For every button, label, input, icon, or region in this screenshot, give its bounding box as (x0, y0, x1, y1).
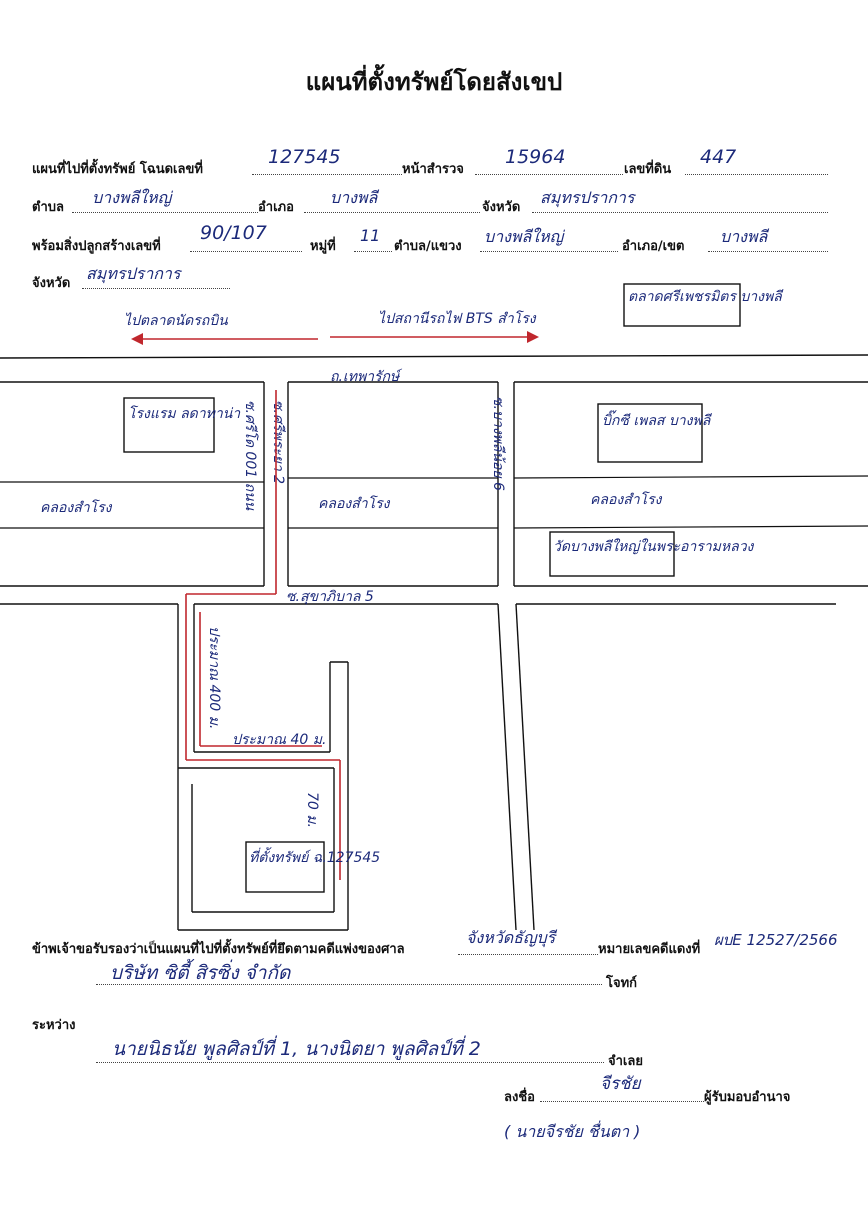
court-dots (458, 954, 598, 955)
between-label: ระหว่าง (32, 1018, 76, 1033)
market-text: ตลาดศรีเพชรมิตร บางพลี (628, 289, 784, 305)
amphoe-khet-dots (708, 251, 828, 252)
tambon-khwaeng-label: ตำบล/แขวง (394, 239, 462, 254)
amphoe-khet-label: อำเภอ/เขต (622, 239, 685, 254)
distance-vertical-label: ประมาณ 400 ม. (206, 626, 222, 729)
signature-mark: จีรชัย (600, 1074, 641, 1094)
access-lane (177, 604, 349, 931)
hotel-text: โรงแรม ลดาทาน่า (128, 405, 241, 422)
moo-value: 11 (360, 226, 381, 245)
sign-label: ลงชื่อ (504, 1090, 535, 1105)
defendants-value: นายนิธนัย พูลศิลป์ที่ 1, นางนิตยา พูลศิล… (112, 1038, 481, 1060)
plaintiff-dots (96, 984, 602, 985)
building-number: 90/107 (200, 222, 267, 244)
lower-road (0, 585, 868, 605)
market-box (623, 283, 741, 327)
main-road (0, 354, 868, 383)
hotel-box (123, 397, 215, 453)
property-text: ที่ตั้งทรัพย์ ฉ.127545 (249, 847, 380, 866)
role-label: ผู้รับมอบอำนาจ (704, 1090, 791, 1105)
route-path (185, 390, 341, 880)
plaintiff-value: บริษัท ซิตี้ สิรซิ่ง จำกัด (110, 962, 291, 984)
moo-label: หมู่ที่ (310, 239, 336, 254)
defendant-dots (96, 1062, 604, 1063)
land-dots (685, 174, 828, 175)
soi-main-label: ซ.สุขาภิบาล 5 (286, 589, 374, 605)
page-title: แผนที่ตั้งทรัพย์โดยสังเขป (305, 67, 563, 96)
building-dots (190, 251, 302, 252)
deed-number: 127545 (268, 146, 341, 168)
province2-dots (82, 288, 230, 289)
amphoe-khet-value: บางพลี (720, 227, 768, 246)
province-value: สมุทรปราการ (540, 188, 635, 207)
dir-right-text: ไปสถานีรถไฟ BTS สำโรง (378, 310, 537, 327)
tambon-dots (72, 212, 258, 213)
tambon-khwaeng-value: บางพลีใหญ่ (484, 227, 564, 246)
direction-arrows (131, 331, 539, 345)
court-value: จังหวัดธัญบุรี (466, 928, 556, 947)
province-label: จังหวัด (482, 200, 521, 215)
province2-value: สมุทรปราการ (86, 264, 181, 283)
survey-label: หน้าสำรวจ (402, 162, 464, 177)
distance-horizontal-label: ประมาณ 40 ม. (232, 732, 326, 748)
soi-left-b-label: ซ.ศรีพระยา 2 (270, 400, 286, 484)
land-number: 447 (700, 146, 737, 168)
property-box (245, 841, 325, 893)
survey-dots (475, 174, 623, 175)
province2-label: จังหวัด (32, 276, 71, 291)
soi-right-label: ซ.บางพลีน้อย 6 (490, 396, 506, 491)
amphoe-value: บางพลี (330, 188, 378, 207)
distance-short-label: 70 ม. (304, 792, 320, 828)
survey-number: 15964 (505, 146, 566, 168)
canal-right-label: คลองสำโรง (590, 491, 663, 508)
bigc-box (597, 403, 703, 463)
temple-text: วัดบางพลีใหญ่ในพระอารามหลวง (553, 538, 755, 555)
soi-left-a-label: ซ.ศรีโด 001 ถนน (242, 400, 259, 511)
sign-dots (540, 1101, 704, 1102)
certify-label: ข้าพเจ้าขอรับรองว่าเป็นแผนที่ไปที่ตั้งทร… (32, 942, 405, 957)
canal-mid-label: คลองสำโรง (318, 495, 391, 512)
bigc-text: บิ๊กซี เพลส บางพลี (602, 410, 712, 429)
tambon-value: บางพลีใหญ่ (92, 188, 172, 207)
canal-left-label: คลองสำโรง (40, 499, 113, 516)
tambon-label: ตำบล (32, 200, 64, 215)
case-number: ผบE 12527/2566 (714, 931, 838, 949)
deed-dots (252, 174, 402, 175)
temple-box (549, 531, 675, 577)
case-label: หมายเลขคดีแดงที่ (598, 942, 701, 957)
plaintiff-label: โจทก์ (606, 976, 638, 991)
building-label: พร้อมสิ่งปลูกสร้างเลขที่ (32, 239, 161, 254)
amphoe-label: อำเภอ (258, 200, 294, 215)
canal (0, 475, 868, 529)
amphoe-dots (304, 212, 480, 213)
land-label: เลขที่ดิน (624, 162, 672, 177)
province-dots (532, 212, 828, 213)
moo-dots (354, 251, 392, 252)
tambon-khwaeng-dots (480, 251, 618, 252)
main-road-label: ถ.เทพารักษ์ (330, 368, 403, 385)
defendant-label: จำเลย (608, 1054, 643, 1069)
deed-label: แผนที่ไปที่ตั้งทรัพย์ โฉนดเลขที่ (32, 162, 203, 177)
right-soi (497, 382, 535, 931)
dir-left-text: ไปตลาดนัดรถบิน (124, 312, 228, 329)
left-soi (263, 382, 289, 586)
signer-name: ( นายจีรชัย ชื่นตา ) (504, 1122, 641, 1141)
